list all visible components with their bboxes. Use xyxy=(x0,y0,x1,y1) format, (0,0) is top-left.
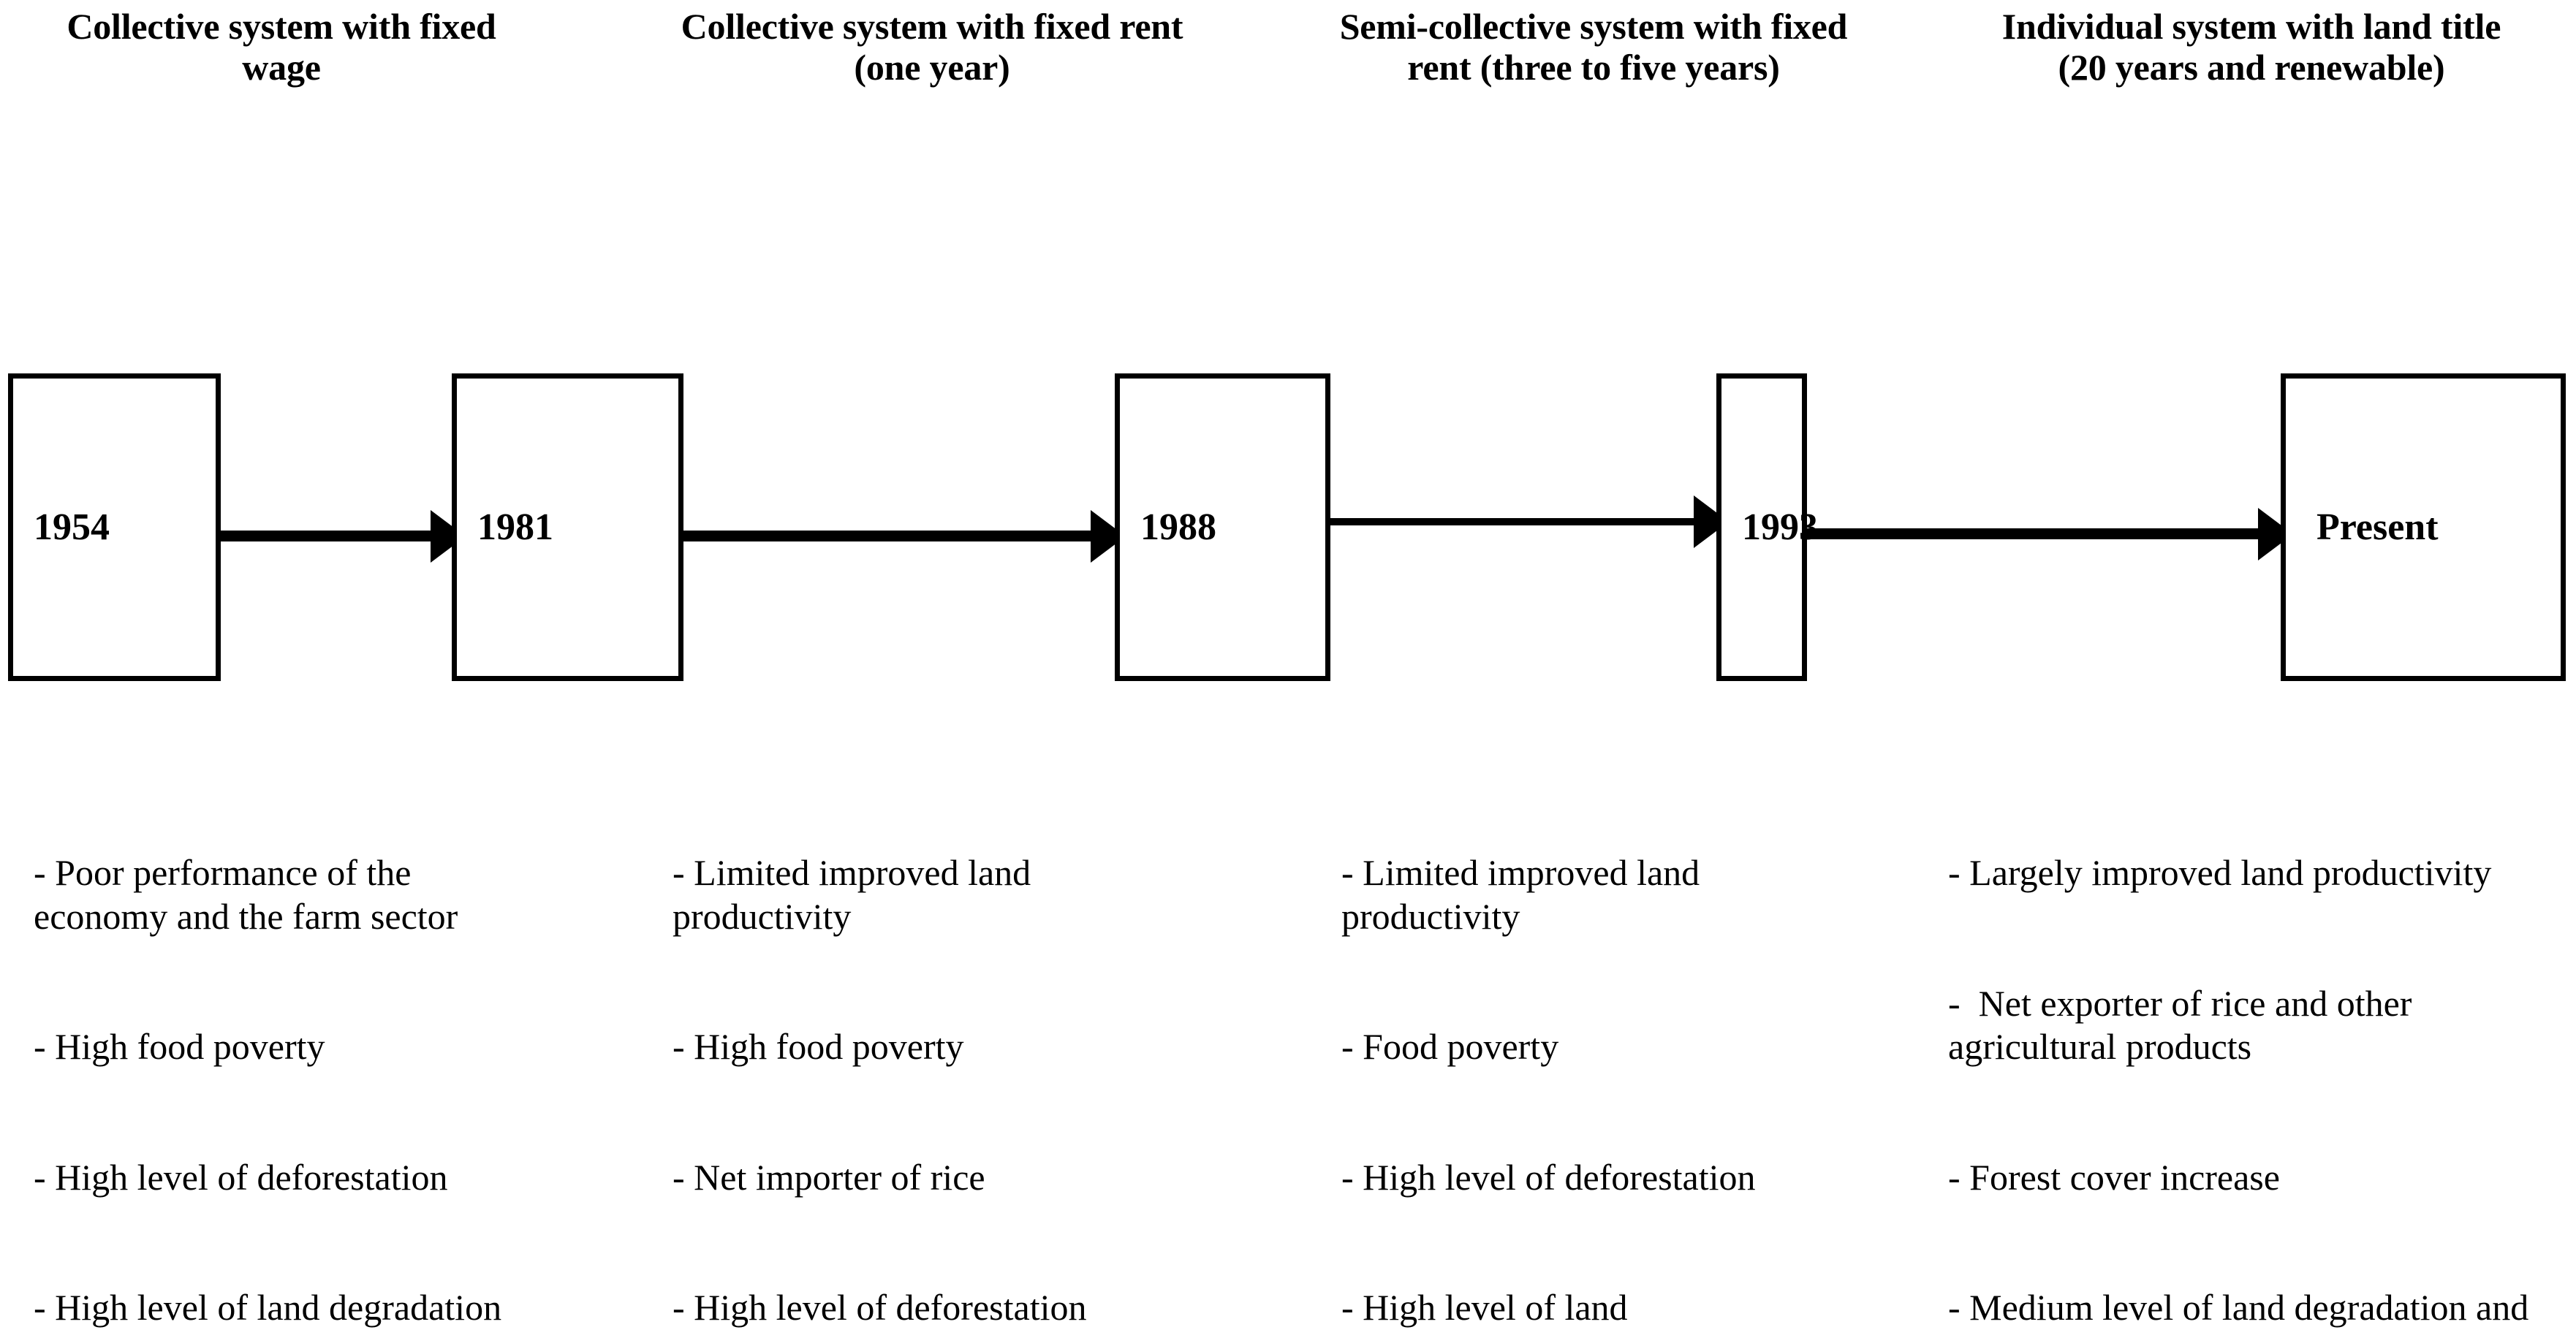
outcome-column-3: - Limited improved land productivity - F… xyxy=(1341,764,1795,1338)
arrow-shaft xyxy=(1323,518,1697,525)
column-headers: Collective system with fixed wage Collec… xyxy=(0,0,2576,197)
timeline-node-1993: 1993 xyxy=(1716,373,1818,681)
bullet-item: - High level of deforestation xyxy=(34,1156,448,1198)
bullet-item: - Net exporter of rice and other agricul… xyxy=(1948,982,2421,1068)
timeline-node-label: 1993 xyxy=(1742,506,1818,548)
column-header-1: Collective system with fixed wage xyxy=(67,6,496,88)
timeline-node-label: Present xyxy=(2316,506,2439,548)
outcome-column-1: - Poor performance of the economy and th… xyxy=(34,764,538,1338)
column-header-4: Individual system with land title (20 ye… xyxy=(2001,6,2501,88)
bullet-item: - High food poverty xyxy=(673,1026,964,1067)
arrow-right-icon-1981-1988 xyxy=(676,509,1126,563)
bullet-item: - Forest cover increase xyxy=(1948,1156,2280,1198)
bullet-item: - High level of land degradation and soi… xyxy=(34,1287,502,1338)
arrow-shaft xyxy=(1800,528,2261,539)
timeline-node-label: 1981 xyxy=(477,506,553,548)
bullet-item: - Largely improved land productivity xyxy=(1948,852,2492,893)
bullet-item: - Limited improved land productivity xyxy=(673,852,1040,937)
column-header-3: Semi-collective system with fixed rent (… xyxy=(1339,6,1848,88)
timeline-node-1988: 1988 xyxy=(1115,373,1330,681)
timeline-row: 1954 1981 1988 1993 Present xyxy=(8,373,2566,681)
bullet-item: - Poor performance of the economy and th… xyxy=(34,852,458,937)
bullet-item: - High level of deforestation xyxy=(1341,1156,1756,1198)
arrow-shaft xyxy=(676,531,1094,541)
bullet-item: - High food poverty xyxy=(34,1026,325,1067)
outcome-column-2: - Limited improved land productivity - H… xyxy=(673,764,1213,1338)
bullet-item: - High level of deforestation xyxy=(673,1287,1087,1328)
bullet-item: - High level of land degradation and soi… xyxy=(1341,1287,1754,1338)
arrow-right-icon-1988-1993 xyxy=(1323,495,1729,548)
column-header-2: Collective system with fixed rent (one y… xyxy=(681,6,1183,88)
bullet-item: - Net importer of rice xyxy=(673,1156,985,1198)
timeline-node-1981: 1981 xyxy=(452,373,683,681)
timeline-node-present: Present xyxy=(2281,373,2566,681)
timeline-node-1954: 1954 xyxy=(8,373,221,681)
bullet-item: - Food poverty xyxy=(1341,1026,1559,1067)
bullet-item: - Medium level of land degradation and s… xyxy=(1948,1287,2529,1338)
arrow-right-icon-1993-present xyxy=(1800,507,2293,560)
bullet-item: - Limited improved land productivity xyxy=(1341,852,1709,937)
arrow-right-icon-1954-1981 xyxy=(213,509,466,563)
timeline-node-label: 1954 xyxy=(34,506,110,548)
outcome-column-4: - Largely improved land productivity - N… xyxy=(1948,764,2533,1338)
timeline-node-label: 1988 xyxy=(1140,506,1216,548)
arrow-shaft xyxy=(213,531,433,541)
outcome-columns: - Poor performance of the economy and th… xyxy=(0,764,2576,1338)
